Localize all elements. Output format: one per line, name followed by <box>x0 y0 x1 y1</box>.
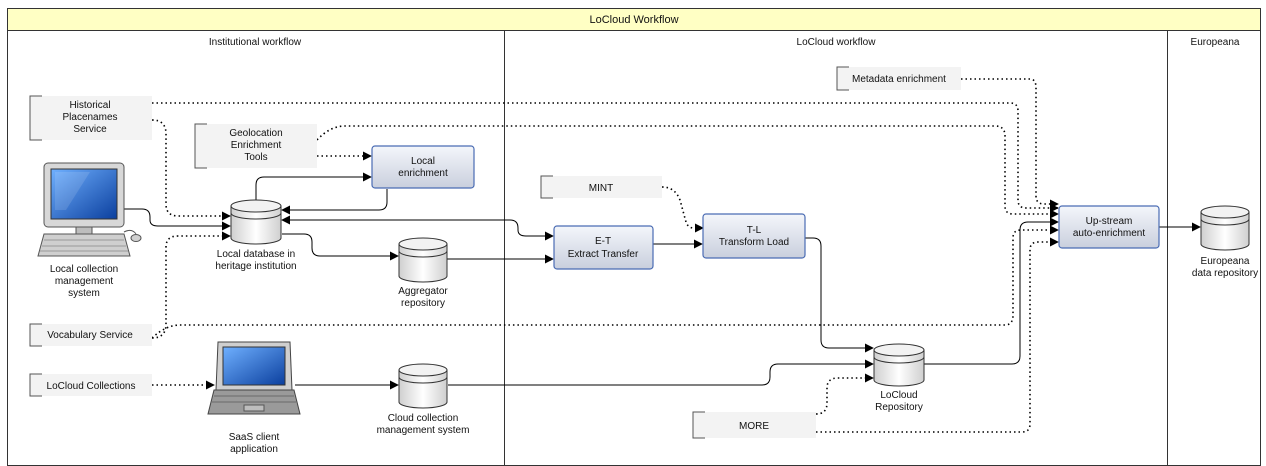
aggregator-repository-line1: Aggregator <box>398 286 448 297</box>
laptop-icon[interactable]: SaaS client application <box>207 341 301 455</box>
metadata-enrichment-node[interactable]: Metadata enrichment <box>836 66 961 91</box>
extract-transfer-line2: Extract Transfer <box>568 249 639 260</box>
connector-placenames-upstream <box>152 102 1059 213</box>
local-enrichment-line1: Local <box>411 156 435 167</box>
cloud-cms-line1: Cloud collection <box>388 413 459 424</box>
metadata-enrichment-label: Metadata enrichment <box>852 74 946 85</box>
diagram-title: LoCloud Workflow <box>589 14 678 26</box>
locloud-collections-label: LoCloud Collections <box>47 381 136 392</box>
local-database-line2: heritage institution <box>215 261 296 272</box>
connector-geolocation-upstream <box>316 125 1059 219</box>
lane-europeana-header: Europeana <box>1191 37 1240 48</box>
extract-transfer-line1: E-T <box>595 236 611 247</box>
locloud-collections-node[interactable]: LoCloud Collections <box>29 373 152 397</box>
europeana-repository-icon[interactable]: Europeana data repository <box>1192 205 1258 279</box>
connector-localdb-enrichment <box>255 172 372 203</box>
desktop-computer-icon[interactable]: Local collection management system <box>37 162 142 299</box>
locloud-repository-icon[interactable]: LoCloud Repository <box>873 343 925 413</box>
saas-client-line1: SaaS client <box>229 432 280 443</box>
lane-locloud-header: LoCloud workflow <box>797 37 877 48</box>
connector-more-repository <box>815 373 874 415</box>
europeana-repository-line2: data repository <box>1192 268 1258 279</box>
local-enrichment-node[interactable]: Local enrichment <box>371 145 475 189</box>
geolocation-tools-line3: Tools <box>244 152 267 163</box>
upstream-enrichment-node[interactable]: Up-stream auto-enrichment <box>1058 205 1160 249</box>
locloud-repository-line2: Repository <box>875 402 923 413</box>
more-label: MORE <box>739 421 769 432</box>
geolocation-tools-line1: Geolocation <box>229 128 282 139</box>
aggregator-repository-icon[interactable]: Aggregator repository <box>398 237 448 309</box>
extract-transfer-node[interactable]: E-T Extract Transfer <box>553 225 654 270</box>
mint-node[interactable]: MINT <box>540 175 662 199</box>
connector-vocabulary-localdb <box>151 231 231 339</box>
cloud-cms-line2: management system <box>377 425 470 436</box>
upstream-enrichment-line1: Up-stream <box>1086 216 1133 227</box>
lane-institutional-header: Institutional workflow <box>209 37 302 48</box>
geolocation-tools-line2: Enrichment <box>231 140 282 151</box>
local-cms-line2: management <box>55 276 114 287</box>
title-bar <box>7 8 1261 31</box>
historical-placenames-line1: Historical <box>69 100 110 111</box>
geolocation-tools-node[interactable]: Geolocation Enrichment Tools <box>194 123 317 169</box>
local-enrichment-line2: enrichment <box>398 168 448 179</box>
transform-load-line2: Transform Load <box>719 237 789 248</box>
connector-localdb-extracttransfer <box>281 215 554 241</box>
upstream-enrichment-line2: auto-enrichment <box>1073 228 1145 239</box>
more-node[interactable]: MORE <box>692 411 816 439</box>
local-cms-line3: system <box>68 288 100 299</box>
saas-client-line2: application <box>230 444 278 455</box>
database-nodes: Local database in heritage institution A… <box>215 199 1258 436</box>
historical-placenames-line2: Placenames <box>62 112 117 123</box>
transform-load-node[interactable]: T-L Transform Load <box>702 213 806 259</box>
europeana-repository-line1: Europeana <box>1201 256 1250 267</box>
local-cms-line1: Local collection <box>50 264 118 275</box>
connector-metadata-upstream <box>961 78 1059 209</box>
historical-placenames-node[interactable]: Historical Placenames Service <box>29 95 152 141</box>
historical-placenames-line3: Service <box>73 124 107 135</box>
connector-localdb-aggregator <box>282 233 399 261</box>
transform-load-line1: T-L <box>747 225 762 236</box>
connector-enrichment-localdb <box>281 189 388 215</box>
process-boxes: Local enrichment E-T Extract Transfer T-… <box>371 145 1160 270</box>
locloud-repository-line1: LoCloud <box>880 390 917 401</box>
cloud-cms-icon[interactable]: Cloud collection management system <box>377 363 470 436</box>
connector-vocabulary-upstream <box>151 225 1059 339</box>
service-boxes: Historical Placenames Service Geolocatio… <box>29 66 961 439</box>
connector-localcms-localdb <box>124 208 231 231</box>
connectors <box>124 78 1201 433</box>
connector-transformload-repository <box>805 237 874 353</box>
connector-repository-upstream <box>924 217 1059 365</box>
aggregator-repository-line2: repository <box>401 298 445 309</box>
connector-mint-transformload <box>661 186 704 233</box>
vocabulary-service-node[interactable]: Vocabulary Service <box>29 323 152 347</box>
mint-label: MINT <box>589 183 613 194</box>
connector-cloudcms-repository <box>448 359 874 386</box>
local-database-line1: Local database in <box>217 249 295 260</box>
local-database-icon[interactable]: Local database in heritage institution <box>215 199 297 272</box>
vocabulary-service-label: Vocabulary Service <box>47 330 133 341</box>
